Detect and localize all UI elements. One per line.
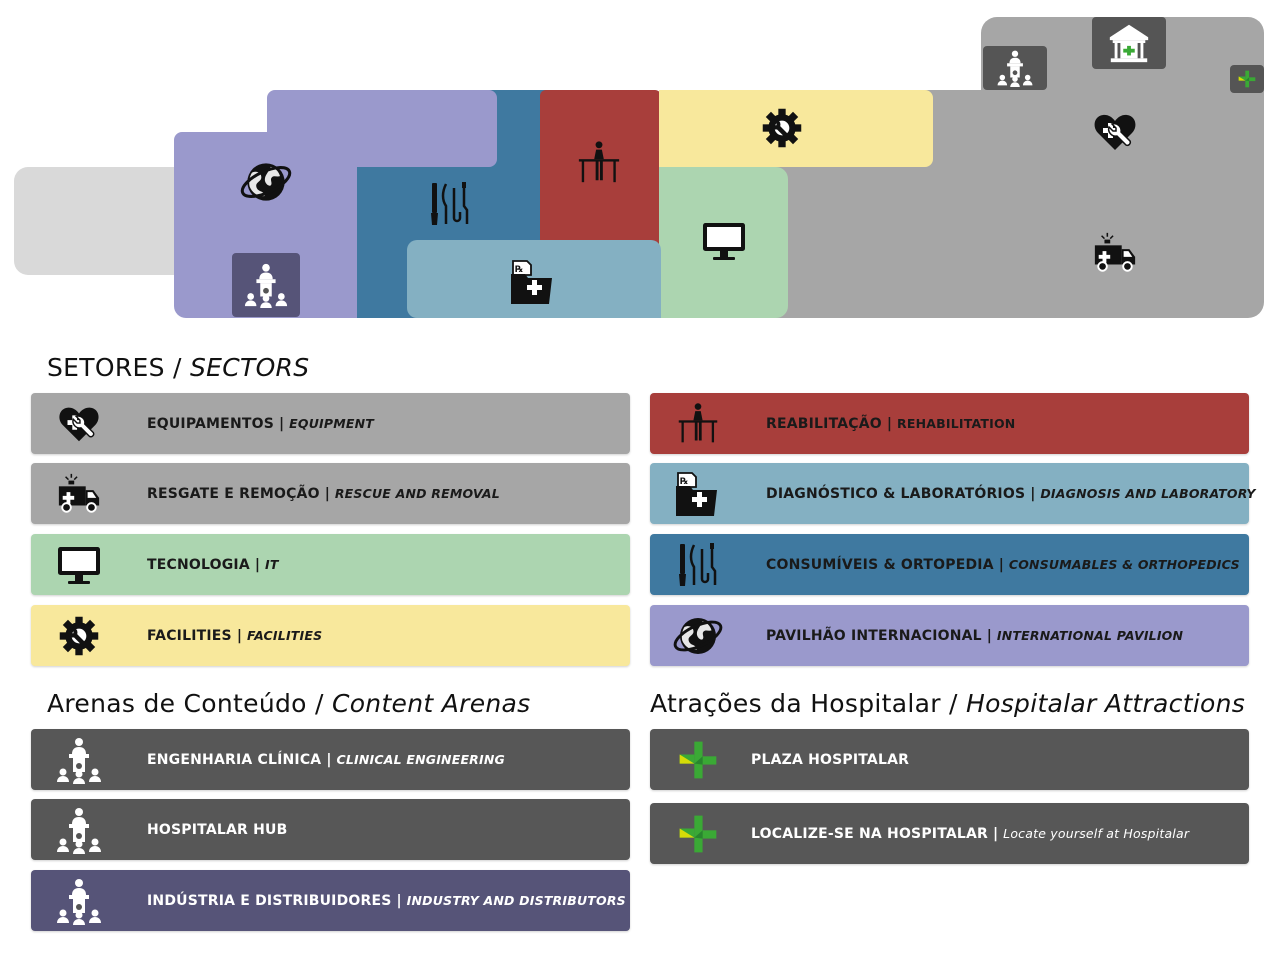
ambulance-icon: [1090, 230, 1140, 276]
sector-international[interactable]: PAVILHÃO INTERNACIONAL|INTERNATIONAL PAV…: [650, 605, 1249, 666]
hospitalar-cross-icon: [676, 738, 720, 782]
medical-folder-icon: [674, 470, 722, 518]
attraction-locate-yourself[interactable]: LOCALIZE-SE NA HOSPITALAR|Locate yoursel…: [650, 803, 1249, 864]
speaker-audience-icon: [54, 736, 104, 784]
arenas-heading: Arenas de Conteúdo / Content Arenas: [47, 689, 531, 718]
monitor-icon: [53, 541, 105, 589]
gear-wrench-icon: [760, 106, 804, 150]
hospitalar-cross-icon: [676, 812, 720, 856]
hospitalar-cross-icon: [1237, 69, 1257, 89]
speaker-audience-icon: [54, 806, 104, 854]
speaker-audience-icon: [243, 262, 289, 308]
ambulance-icon: [54, 471, 104, 517]
rehabilitation-icon: [673, 402, 723, 446]
globe-icon: [236, 154, 296, 210]
medical-folder-icon: [509, 258, 557, 306]
speaker-audience-icon: [996, 49, 1034, 87]
surgical-tools-icon: [674, 541, 722, 589]
sector-consumables[interactable]: CONSUMÍVEIS & ORTOPEDIA|CONSUMABLES & OR…: [650, 534, 1249, 595]
arena-clinical-engineering[interactable]: ENGENHARIA CLÍNICA|CLINICAL ENGINEERING: [31, 729, 630, 790]
locate-badge[interactable]: [1230, 65, 1264, 93]
arena-hospitalar-hub[interactable]: HOSPITALAR HUB: [31, 799, 630, 860]
rehabilitation-icon: [573, 140, 625, 186]
gear-wrench-icon: [57, 614, 101, 658]
attractions-heading: Atrações da Hospitalar / Hospitalar Attr…: [650, 689, 1246, 718]
globe-icon: [670, 609, 726, 663]
monitor-icon: [698, 217, 750, 265]
plaza-hospitalar-badge[interactable]: [1092, 17, 1166, 69]
sector-rescue[interactable]: RESGATE E REMOÇÃO|RESCUE AND REMOVAL: [31, 463, 630, 524]
arena-industry-distributors[interactable]: INDÚSTRIA E DISTRIBUIDORES|INDUSTRY AND …: [31, 870, 630, 931]
sector-rehabilitation[interactable]: REABILITAÇÃO|REHABILITATION: [650, 393, 1249, 454]
sector-facilities[interactable]: FACILITIES|FACILITIES: [31, 605, 630, 666]
sector-diagnosis[interactable]: DIAGNÓSTICO & LABORATÓRIOS|DIAGNOSIS AND…: [650, 463, 1255, 524]
heart-wrench-icon: [55, 401, 103, 447]
speaker-audience-icon: [54, 877, 104, 925]
attraction-plaza-hospitalar[interactable]: PLAZA HOSPITALAR: [650, 729, 1249, 790]
sector-equipment[interactable]: EQUIPAMENTOS|EQUIPMENT: [31, 393, 630, 454]
arena-clinical-badge[interactable]: [983, 46, 1047, 90]
sector-it[interactable]: TECNOLOGIA|IT: [31, 534, 630, 595]
sectors-heading: SETORES / SECTORS: [47, 353, 310, 382]
heart-wrench-icon: [1090, 108, 1140, 156]
surgical-tools-icon: [426, 180, 474, 228]
floor-map: [0, 0, 1280, 330]
house-icon: [1105, 20, 1153, 66]
arena-industry-badge[interactable]: [232, 253, 300, 317]
